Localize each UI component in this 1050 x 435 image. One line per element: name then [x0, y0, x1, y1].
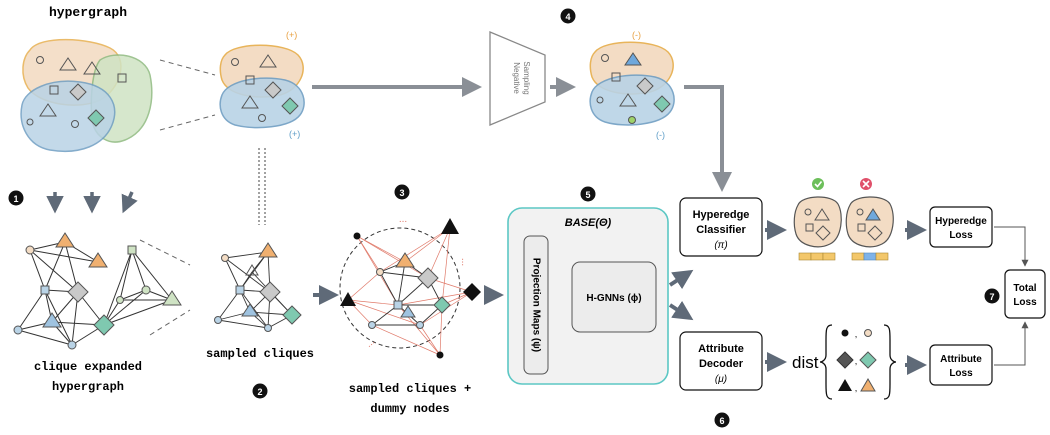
attribute-loss-label-2: Loss	[949, 368, 973, 379]
negative-sampling-text-2: Sampling	[522, 61, 531, 94]
classifier-label-3: (π)	[714, 240, 727, 251]
attribute-loss-box	[929, 344, 993, 386]
step-6-badge: 6	[714, 412, 730, 428]
clique-expanded-label-2: hypergraph	[52, 380, 124, 394]
svg-text:5: 5	[585, 190, 590, 200]
attribute-loss-label-1: Attribute	[940, 354, 982, 365]
classifier-label-1: Hyperedge	[693, 209, 750, 221]
hyperedge-classifier-box	[679, 197, 763, 257]
svg-text:7: 7	[989, 292, 994, 302]
negative-label-top: (-)	[632, 30, 641, 40]
sampled-dummy-label-2: dummy nodes	[370, 402, 449, 416]
step-7-badge: 7	[984, 288, 1000, 304]
hypergraph-illustration	[20, 38, 153, 152]
total-loss-box	[1004, 269, 1046, 319]
sampled-cliques-graph	[217, 251, 293, 329]
svg-text:,: ,	[855, 329, 858, 339]
dummy-dots-3: ...	[364, 336, 377, 350]
total-loss-label-2: Loss	[1013, 297, 1037, 308]
svg-text:1: 1	[13, 194, 18, 204]
decoder-label-1: Attribute	[698, 343, 744, 355]
hgnns-box	[571, 261, 657, 333]
check-icon	[812, 178, 824, 190]
svg-text:4: 4	[565, 12, 570, 22]
hyperedge-loss-label-1: Hyperedge	[935, 216, 987, 227]
negative-hyperedges	[589, 41, 675, 126]
positive-label-top: (+)	[286, 30, 297, 40]
step-4-badge: 4	[560, 8, 576, 24]
negative-classified	[845, 178, 894, 261]
hgnns-label: H-GNNs (ϕ)	[586, 293, 641, 304]
negative-sampling-block: Negative Sampling	[489, 31, 546, 126]
svg-text:,: ,	[855, 383, 858, 393]
negative-sampling-text-1: Negative	[512, 62, 521, 94]
classifier-label-2: Classifier	[696, 224, 746, 236]
projection-maps-label: Projection Maps (ψ)	[530, 258, 541, 352]
base-model-title: BASE(Θ)	[565, 217, 612, 229]
decoder-label-3: (μ)	[715, 374, 727, 385]
step-1-badge: 1	[8, 190, 24, 206]
sampled-dummy-label-1: sampled cliques +	[349, 382, 471, 396]
projection-maps-box	[523, 235, 549, 375]
svg-text:2: 2	[257, 387, 262, 397]
positive-hyperedges	[219, 44, 305, 129]
negative-label-bottom: (-)	[656, 130, 665, 140]
step-3-badge: 3	[394, 184, 410, 200]
step-5-badge: 5	[580, 186, 596, 202]
dist-label: dist	[792, 353, 819, 372]
positive-classified	[793, 178, 842, 261]
positive-label-bottom: (+)	[289, 129, 300, 139]
clique-expanded-label-1: clique expanded	[34, 360, 142, 374]
decoder-label-2: Decoder	[699, 358, 744, 370]
arrow-to-classifier	[684, 85, 732, 192]
dummy-dots-1: ...	[399, 214, 407, 225]
dummy-dots-2: ...	[459, 258, 470, 266]
hyperedge-loss-label-2: Loss	[949, 230, 973, 241]
attribute-decoder-box	[679, 331, 763, 391]
total-loss-label-1: Total	[1013, 283, 1036, 294]
svg-text:,: ,	[855, 356, 858, 366]
svg-text:6: 6	[719, 416, 724, 426]
attribute-pairs: , , ,	[836, 329, 877, 393]
sampled-cliques-label: sampled cliques	[206, 347, 314, 361]
svg-text:3: 3	[399, 188, 404, 198]
hypergraph-label: hypergraph	[49, 5, 127, 20]
dummy-nodes-graph	[339, 218, 481, 359]
hyperedge-loss-box	[929, 206, 993, 248]
step-2-badge: 2	[252, 383, 268, 399]
